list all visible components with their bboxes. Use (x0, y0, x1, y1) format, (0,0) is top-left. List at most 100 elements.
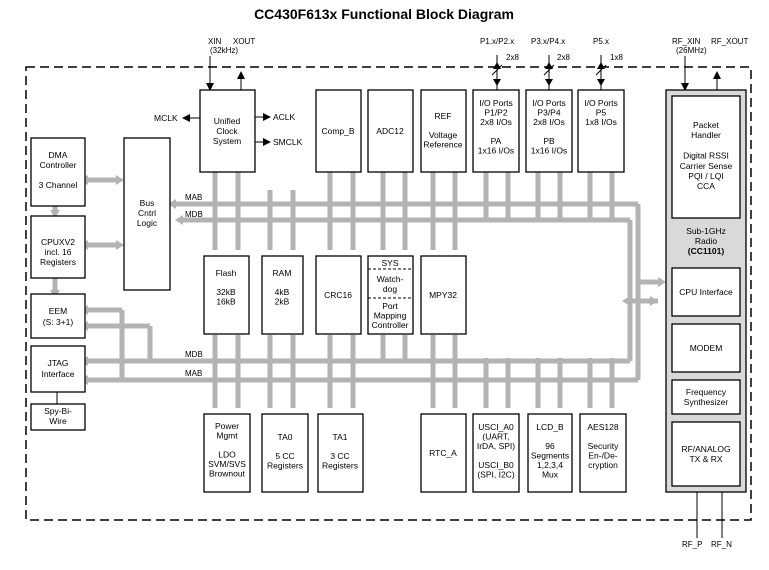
spy-bi-wire-block (30, 403, 86, 431)
rf-p-label: RF_P (682, 540, 702, 549)
modem-label: MODEM (690, 343, 723, 353)
mpy32-block (420, 255, 467, 335)
block-label-line: Synthesizer (684, 397, 729, 407)
block-label-line: EEM (49, 306, 67, 316)
block-label-line: (UART, (482, 432, 509, 442)
block-label-line: I/O Ports (584, 98, 618, 108)
block-label-line: RAM (273, 268, 292, 278)
block-label-line: 2x8 I/Os (480, 117, 512, 127)
block-label-line: Port (382, 301, 398, 311)
adc12-label: ADC12 (376, 126, 404, 136)
smclk-label: SMCLK (273, 137, 303, 147)
xin-label: XIN (208, 37, 222, 46)
block-label-line: 1,2,3,4 (537, 460, 563, 470)
rf-n-label: RF_N (711, 540, 732, 549)
bus-control-block (123, 137, 171, 291)
block-label-line: CRC16 (324, 290, 352, 300)
block-label-line: 96 (545, 441, 555, 451)
mdb-lower-label: MDB (185, 350, 203, 359)
block-label-line: MODEM (690, 343, 723, 353)
frequency-synthesizer-block (671, 379, 741, 415)
comp-b-label: Comp_B (321, 126, 354, 136)
mdb-upper-label: MDB (185, 210, 203, 219)
aclk-label: ACLK (273, 112, 296, 122)
block-label-line: Power (215, 421, 239, 431)
block-label-line: Registers (40, 257, 76, 267)
p12-pin-label: P1.x/P2.x (480, 37, 514, 46)
p34-pin-label: P3.x/P4.x (531, 37, 565, 46)
block-label-line: Mapping (374, 311, 407, 321)
block-label-line: CCA (697, 181, 715, 191)
block-label-line: Clock (216, 126, 238, 136)
block-label-line: System (213, 136, 241, 146)
bus-lines (52, 172, 658, 408)
p5-width-label: 1x8 (610, 53, 623, 62)
block-label-line: RF/ANALOG (681, 444, 730, 454)
modem-block (671, 323, 741, 373)
block-label-line: MPY32 (429, 290, 457, 300)
block-label-line: Controller (40, 160, 77, 170)
block-label-line: Bus (140, 198, 155, 208)
block-label-line: dog (383, 284, 397, 294)
rf-freq-label: (26MHz) (676, 46, 707, 55)
block-label-line: 16kB (216, 297, 236, 307)
block-label-line: incl. 16 (45, 247, 72, 257)
block-label-line: P5 (596, 108, 607, 118)
cpu-interface-block (671, 267, 741, 317)
power-mgmt-block (203, 413, 251, 493)
xin-freq-label: (32kHz) (210, 46, 238, 55)
io-ports-p1p2-block (472, 89, 520, 173)
watchdog-label: Watch-dog (377, 274, 404, 294)
block-label-line: CPU Interface (679, 287, 733, 297)
xout-label: XOUT (233, 37, 255, 46)
block-label-line: En-/De- (588, 451, 617, 461)
packet-handler-block (671, 95, 741, 219)
block-label-line: Carrier Sense (680, 161, 733, 171)
block-label-line: Wire (49, 416, 67, 426)
block-label-line: IrDA, SPI) (477, 441, 515, 451)
mab-lower-label: MAB (185, 369, 202, 378)
block-label-line: Interface (41, 369, 74, 379)
block-label-line: CPUXV2 (41, 237, 75, 247)
block-label-line: TA0 (278, 432, 293, 442)
block-label-line: P3/P4 (537, 108, 560, 118)
ref-block (420, 89, 467, 173)
block-label-line: I/O Ports (532, 98, 566, 108)
block-label-line: Unified (214, 116, 241, 126)
crc16-label: CRC16 (324, 290, 352, 300)
mab-upper-label: MAB (185, 193, 202, 202)
block-label-line: LDO (218, 450, 236, 460)
block-label-line: 3 CC (330, 451, 349, 461)
block-label-line: Reference (423, 140, 462, 150)
sys-label: SYS (381, 258, 398, 268)
io-ports-p5-block (577, 89, 625, 173)
mclk-label: MCLK (154, 113, 178, 123)
aes128-block (579, 413, 627, 493)
p12-width-label: 2x8 (506, 53, 519, 62)
block-label-line: Radio (695, 236, 717, 246)
block-label-line: P1/P2 (484, 108, 507, 118)
p5-pin-label: P5.x (593, 37, 609, 46)
block-label-line: Segments (531, 451, 569, 461)
block-label-line: 2x8 I/Os (533, 117, 565, 127)
block-label-line: Registers (322, 461, 358, 471)
ta1-block (317, 413, 364, 493)
eem-block (30, 293, 86, 339)
comp-b-block (315, 89, 362, 173)
